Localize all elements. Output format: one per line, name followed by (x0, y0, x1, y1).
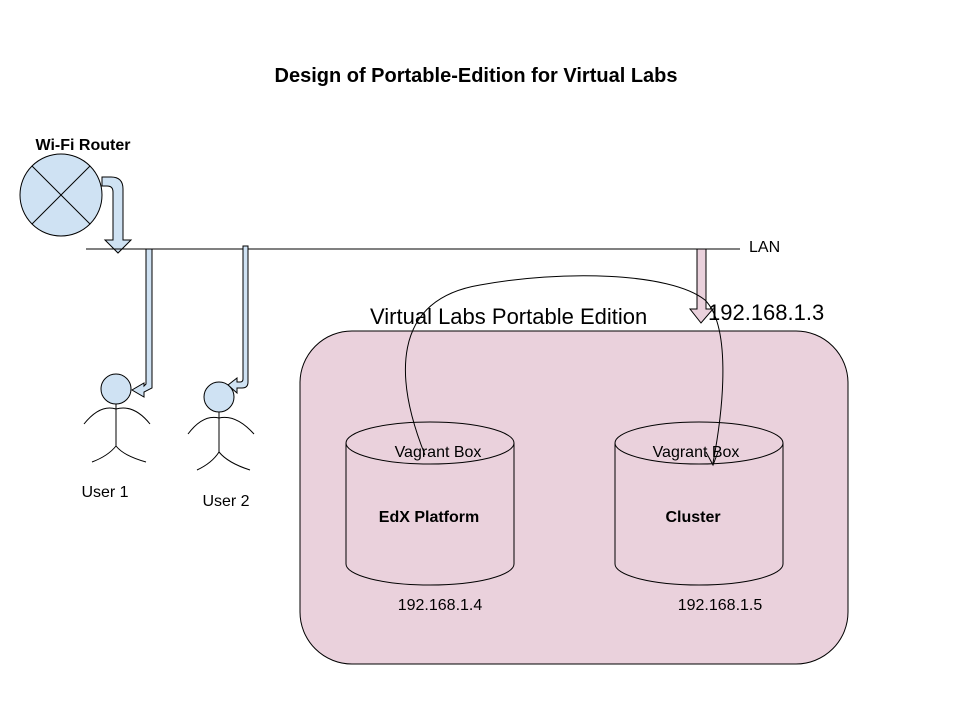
router-label: Wi-Fi Router (36, 137, 131, 154)
box-connection-curve (404, 275, 724, 464)
cluster-vagrant-box-label: Vagrant Box (653, 444, 740, 461)
portable-edition-label: Virtual Labs Portable Edition (370, 304, 647, 329)
host-ip-label: 192.168.1.3 (708, 300, 824, 325)
user-2-label: User 2 (202, 493, 249, 510)
edx-platform-cylinder (345, 421, 515, 586)
cluster-ip-label: 192.168.1.5 (678, 597, 763, 614)
router-to-lan-arrow (101, 176, 133, 254)
box-connection-arrowhead (705, 451, 719, 467)
lan-label: LAN (749, 239, 780, 256)
edx-ip-label: 192.168.1.4 (398, 597, 483, 614)
cluster-label: Cluster (665, 509, 720, 526)
user-1-label: User 1 (81, 484, 128, 501)
user-1-figure (83, 373, 151, 463)
lan-to-user1-arrow (131, 248, 153, 398)
cluster-cylinder (614, 421, 784, 586)
diagram-title: Design of Portable-Edition for Virtual L… (275, 65, 678, 87)
user-2-figure (187, 381, 255, 471)
router-icon (19, 153, 103, 237)
lan-to-user2-arrow (227, 245, 249, 395)
edx-vagrant-box-label: Vagrant Box (395, 444, 482, 461)
lan-to-portable-arrow (688, 248, 715, 324)
edx-platform-label: EdX Platform (379, 509, 479, 526)
